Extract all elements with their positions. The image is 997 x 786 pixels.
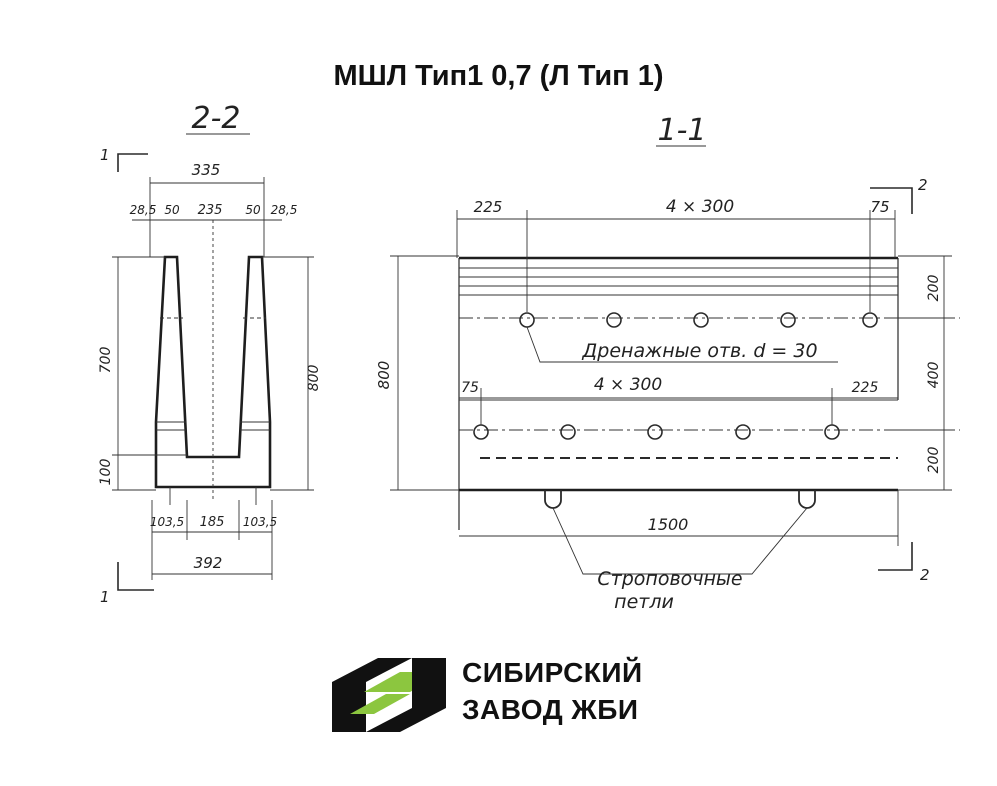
cut-mark-2-bottom: 2 <box>920 566 930 584</box>
dim-height-inner: 700 <box>98 347 114 374</box>
dim-middle: 4 × 300 <box>594 375 662 395</box>
drain-hole <box>560 424 576 440</box>
cut-mark-2-top: 2 <box>918 176 928 194</box>
dim-right: 400 <box>926 362 942 389</box>
section-1-1: 1-1 2 2 Дренажные отв. <box>375 113 960 613</box>
cut-mark-1-bottom-arrow <box>117 562 154 591</box>
dim-top-part: 50 <box>164 203 180 217</box>
u-profile-outline <box>154 255 272 489</box>
dim-height-base: 100 <box>98 459 114 486</box>
drain-hole <box>862 312 878 328</box>
sling-loop <box>798 490 816 509</box>
cut-mark-2-bottom-arrow <box>878 542 913 571</box>
page-title: МШЛ Тип1 0,7 (Л Тип 1) <box>333 60 664 92</box>
dim-total-width: 392 <box>194 554 223 572</box>
dim-top-part: 235 <box>198 203 223 218</box>
section-1-1-label: 1-1 <box>658 113 707 148</box>
logo-mark-accent-mid <box>350 694 410 714</box>
cut-mark-2-top-arrow <box>870 187 913 214</box>
dim-top-part: 28,5 <box>130 203 157 217</box>
section-2-2-label: 2-2 <box>192 101 241 136</box>
drain-hole <box>735 424 751 440</box>
dim-middle: 225 <box>852 380 879 396</box>
sling-label-leader <box>552 507 808 575</box>
dim-top: 4 × 300 <box>666 197 734 217</box>
dim-top: 75 <box>870 198 889 216</box>
sling-loop <box>544 490 562 509</box>
dim-height: 800 <box>375 361 393 390</box>
drain-hole <box>824 424 840 440</box>
dim-bottom-part: 103,5 <box>150 515 184 529</box>
cut-mark-1-top-arrow <box>117 153 148 172</box>
sling-label-line2: петли <box>614 591 674 613</box>
dim-bottom-part: 185 <box>200 515 225 530</box>
drain-hole <box>780 312 796 328</box>
drain-label-leader <box>526 326 838 363</box>
dim-top-part: 50 <box>245 203 261 217</box>
logo-mark-dark-right <box>366 658 446 732</box>
dim-bottom-part: 103,5 <box>243 515 277 529</box>
drain-hole <box>473 424 489 440</box>
drain-hole <box>693 312 709 328</box>
dim-top-part: 28,5 <box>271 203 298 217</box>
logo-text-line2: ЗАВОД ЖБИ <box>462 694 639 725</box>
drain-hole <box>606 312 622 328</box>
sling-label-line1: Строповочные <box>597 568 742 590</box>
section-2-2: 2-2 1 1 335 28,5 50 235 50 28,5 <box>98 101 322 606</box>
dim-top-width: 335 <box>192 161 221 179</box>
drain-hole <box>519 312 535 328</box>
dim-height-total: 800 <box>306 365 322 392</box>
logo-text-line1: СИБИРСКИЙ <box>462 657 643 688</box>
company-logo <box>332 658 446 732</box>
dim-top: 225 <box>474 198 503 216</box>
cut-mark-1-top: 1 <box>100 146 110 164</box>
drain-hole <box>647 424 663 440</box>
dim-middle: 75 <box>461 380 479 396</box>
dim-right: 200 <box>926 275 942 302</box>
dim-right: 200 <box>926 447 942 474</box>
dim-length: 1500 <box>648 515 689 534</box>
drain-hole-label: Дренажные отв. d = 30 <box>581 340 817 362</box>
cut-mark-1-bottom: 1 <box>100 588 110 606</box>
